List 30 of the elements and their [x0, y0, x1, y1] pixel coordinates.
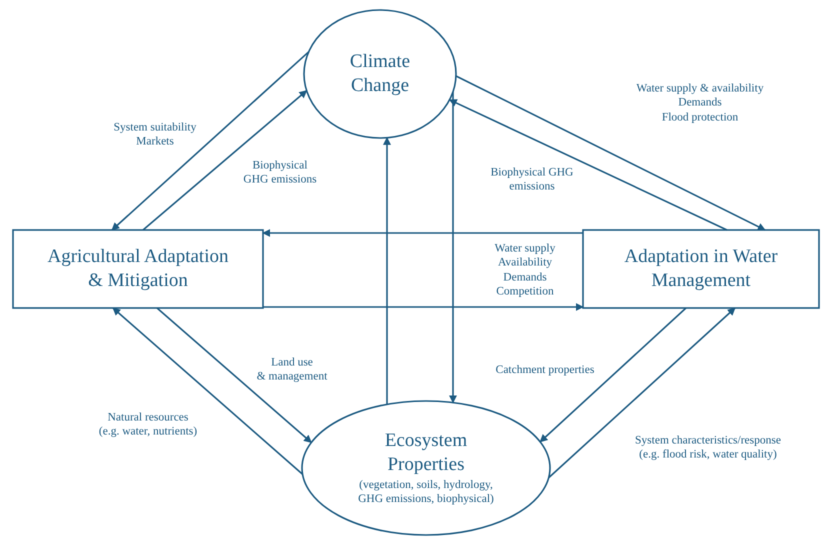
node-title: Agricultural Adaptation & Mitigation — [48, 245, 228, 293]
node-description: (vegetation, soils, hydrology, GHG emissions, biophysical) — [358, 478, 494, 507]
edge-label: Water supply Availability Demands Competition — [494, 241, 556, 299]
node-title: Climate Change — [350, 50, 410, 98]
arrow — [456, 75, 766, 231]
arrow — [448, 99, 728, 231]
arrow — [142, 90, 308, 231]
edge-label: Catchment properties — [496, 362, 594, 378]
edge-label: Natural resources (e.g. water, nutrients) — [98, 410, 198, 440]
ellipse-node — [303, 9, 457, 139]
arrow — [548, 307, 736, 478]
edge-label: Biophysical GHG emissions — [490, 166, 574, 194]
arrow — [112, 307, 304, 475]
ellipse-node — [301, 400, 551, 536]
process-box — [582, 229, 820, 309]
arrow — [156, 307, 312, 444]
arrow — [449, 92, 457, 404]
edge-label: System characteristics/response (e.g. flood risk, water quality) — [635, 434, 781, 462]
arrow — [263, 303, 584, 311]
edge-label: Water supply & availability Demands Flood protection — [636, 81, 764, 125]
arrow — [540, 307, 687, 442]
arrow — [383, 136, 391, 404]
node-title: Ecosystem Properties — [384, 429, 468, 477]
edge-label: Biophysical GHG emissions — [243, 158, 317, 188]
edge-label: Land use & management — [256, 356, 328, 384]
arrow — [262, 229, 583, 237]
process-box — [12, 229, 264, 309]
node-title: Adaptation in Water Management — [624, 245, 778, 293]
arrow — [111, 51, 310, 231]
edge-label: System suitability Markets — [114, 120, 196, 150]
